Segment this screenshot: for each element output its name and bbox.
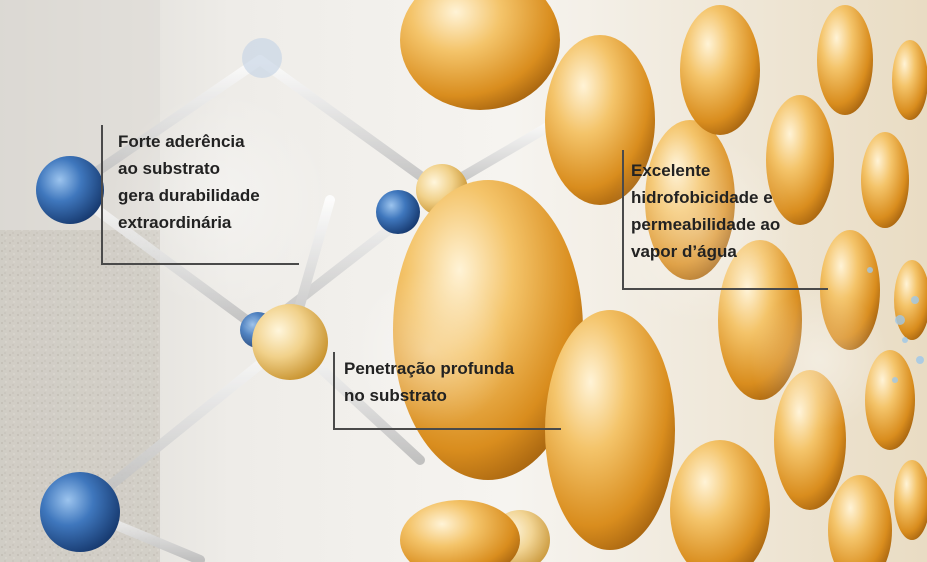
callout-leader-vertical xyxy=(333,352,335,430)
callout-leader-horizontal xyxy=(101,263,299,265)
callout-adhesion-line-3: gera durabilidade xyxy=(118,182,260,209)
yellow-atom xyxy=(252,304,328,380)
callout-leader-vertical xyxy=(622,150,624,290)
callout-hydrophobicity-line-1: Excelente xyxy=(631,157,780,184)
callout-leader-horizontal xyxy=(333,428,561,430)
callout-penetration: Penetração profunda no substrato xyxy=(333,352,563,432)
callout-leader-vertical xyxy=(101,125,103,265)
callout-leader-horizontal xyxy=(622,288,828,290)
callout-adhesion: Forte aderência ao substrato gera durabi… xyxy=(101,125,301,267)
blue-atom xyxy=(376,190,420,234)
callout-adhesion-line-1: Forte aderência xyxy=(118,128,260,155)
callout-penetration-line-1: Penetração profunda xyxy=(344,355,514,382)
callout-adhesion-line-2: ao substrato xyxy=(118,155,260,182)
callout-hydrophobicity-line-4: vapor d’água xyxy=(631,238,780,265)
callout-hydrophobicity: Excelente hidrofobicidade e permeabilida… xyxy=(622,150,830,292)
blue-atom xyxy=(40,472,120,552)
callout-hydrophobicity-line-3: permeabilidade ao xyxy=(631,211,780,238)
blue-atom xyxy=(242,38,282,78)
callout-hydrophobicity-line-2: hidrofobicidade e xyxy=(631,184,780,211)
callout-penetration-line-2: no substrato xyxy=(344,382,514,409)
callout-adhesion-line-4: extraordinária xyxy=(118,209,260,236)
blue-atom xyxy=(36,156,104,224)
